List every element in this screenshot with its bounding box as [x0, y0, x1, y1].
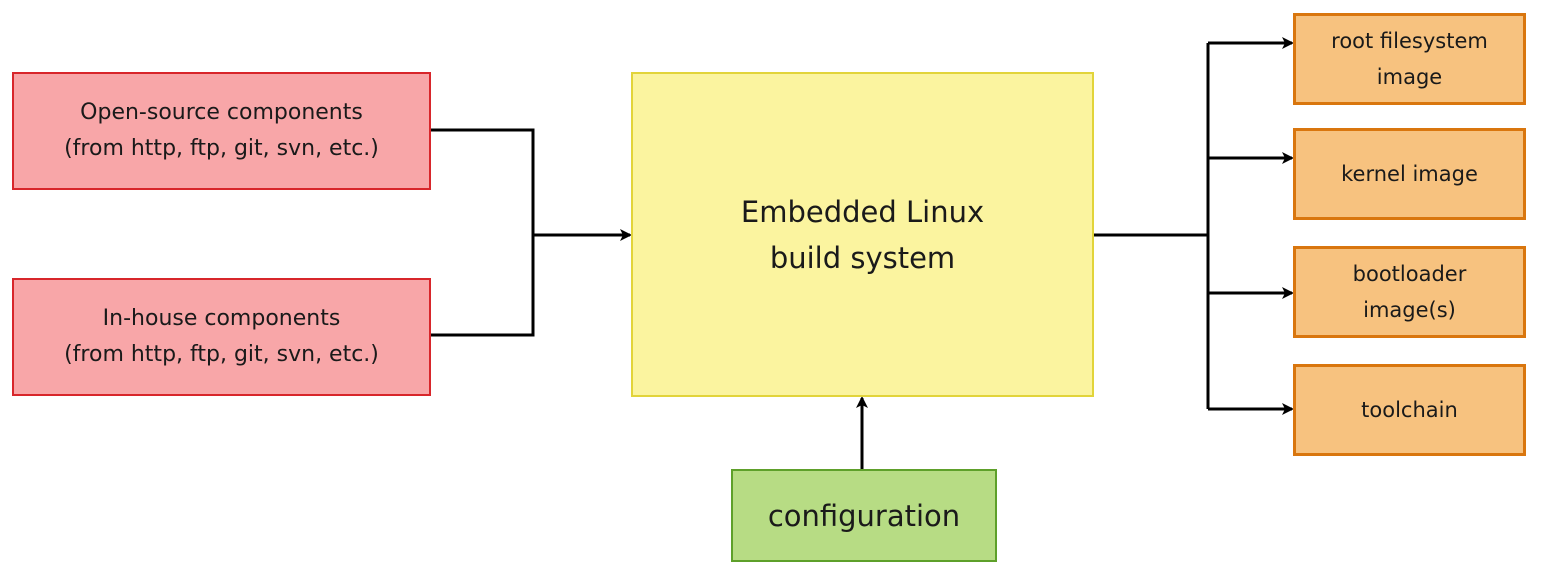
build-system-title: Embedded Linux [740, 194, 985, 229]
bootloader-image-box: bootloader image(s) [1293, 246, 1526, 338]
bootloader-image-label-line1: bootloader [1352, 262, 1467, 286]
kernel-image-box: kernel image [1293, 128, 1526, 220]
in-house-components-box: In-house components (from http, ftp, git… [12, 278, 431, 396]
open-source-components-sources: (from http, ftp, git, svn, etc.) [64, 136, 379, 161]
in-house-components-sources: (from http, ftp, git, svn, etc.) [64, 342, 379, 367]
rootfs-image-label-line1: root filesystem [1331, 29, 1488, 53]
kernel-image-label: kernel image [1341, 162, 1478, 186]
open-source-components-box: Open-source components (from http, ftp, … [12, 72, 431, 190]
configuration-box: configuration [731, 469, 997, 562]
build-system-subtitle: build system [769, 240, 956, 275]
connector-in-house [430, 235, 535, 337]
connector-open-source [430, 128, 535, 235]
rootfs-image-label-line2: image [1376, 65, 1443, 89]
open-source-components-title: Open-source components [80, 100, 363, 125]
in-house-components-title: In-house components [102, 306, 341, 331]
toolchain-box: toolchain [1293, 364, 1526, 456]
configuration-label: configuration [767, 498, 961, 533]
bootloader-image-label-line2: image(s) [1363, 298, 1456, 322]
rootfs-image-box: root filesystem image [1293, 13, 1526, 105]
toolchain-label: toolchain [1361, 398, 1458, 422]
build-system-box: Embedded Linux build system [631, 72, 1094, 397]
